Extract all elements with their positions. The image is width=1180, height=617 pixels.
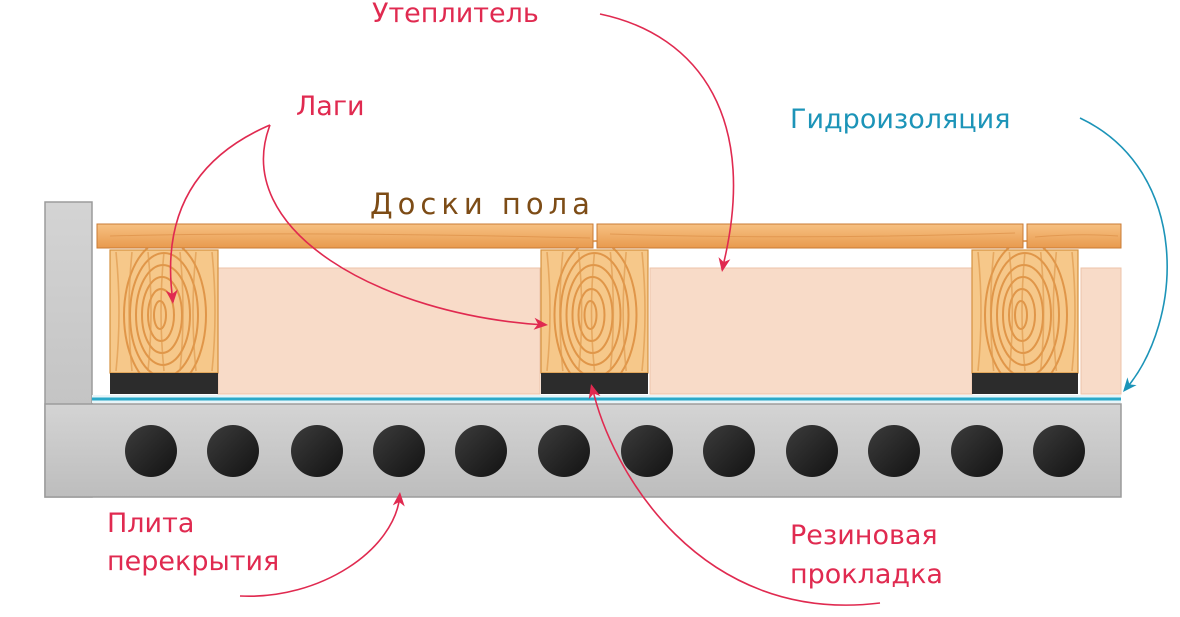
slab-holes: [125, 425, 1085, 477]
arrow-head-icon: [165, 289, 178, 304]
label-gasket-line2: прокладка: [790, 559, 943, 590]
rubber-gasket: [110, 373, 218, 394]
arrow-heads: [165, 257, 1137, 507]
label-slab-line2: перекрытия: [107, 546, 279, 577]
arrow-head-icon: [533, 317, 548, 330]
label-slab-line1: Плита: [107, 508, 194, 539]
floor-boards: [96, 223, 1122, 249]
slab-hole: [125, 425, 177, 477]
slab-hole: [1033, 425, 1085, 477]
insulation-block: [1080, 267, 1122, 395]
label-insulation: Утеплитель: [372, 0, 539, 29]
label-waterproofing: Гидроизоляция: [790, 104, 1010, 135]
arrow-head-icon: [392, 492, 405, 507]
callout-waterproofing: [1079, 117, 1168, 391]
joists: [109, 240, 1079, 390]
slab-hole: [621, 425, 673, 477]
insulation-layer: [217, 267, 1122, 395]
joist: [109, 240, 219, 390]
slab-hole: [868, 425, 920, 477]
arrow-head-icon: [588, 384, 601, 400]
callout-joist-middle: [262, 124, 546, 326]
callout-slab: [239, 494, 401, 597]
slab-hole: [373, 425, 425, 477]
insulation-block: [649, 267, 973, 395]
rubber-gasket: [541, 373, 648, 394]
slab-hole: [207, 425, 259, 477]
insulation-block: [217, 267, 541, 395]
joist: [971, 240, 1079, 390]
floor-board: [596, 223, 1024, 249]
rubber-gasket: [972, 373, 1078, 394]
slab-hole: [786, 425, 838, 477]
callout-insulation: [599, 13, 735, 271]
concrete-slab: [44, 201, 1122, 498]
arrow-head-icon: [1123, 377, 1137, 392]
slab-hole: [291, 425, 343, 477]
label-gasket-line1: Резиновая: [790, 520, 938, 551]
callout-lines: [169, 13, 1168, 606]
rubber-gaskets: [110, 373, 1078, 394]
label-floor-boards: Доски пола: [370, 187, 595, 221]
slab-hole: [538, 425, 590, 477]
joist: [540, 240, 649, 390]
callout-joist-left: [169, 124, 271, 303]
slab-hole: [703, 425, 755, 477]
callout-gasket: [591, 385, 881, 606]
slab-hole: [951, 425, 1003, 477]
arrow-head-icon: [718, 257, 731, 272]
slab-hole: [455, 425, 507, 477]
label-joists: Лаги: [296, 91, 365, 122]
